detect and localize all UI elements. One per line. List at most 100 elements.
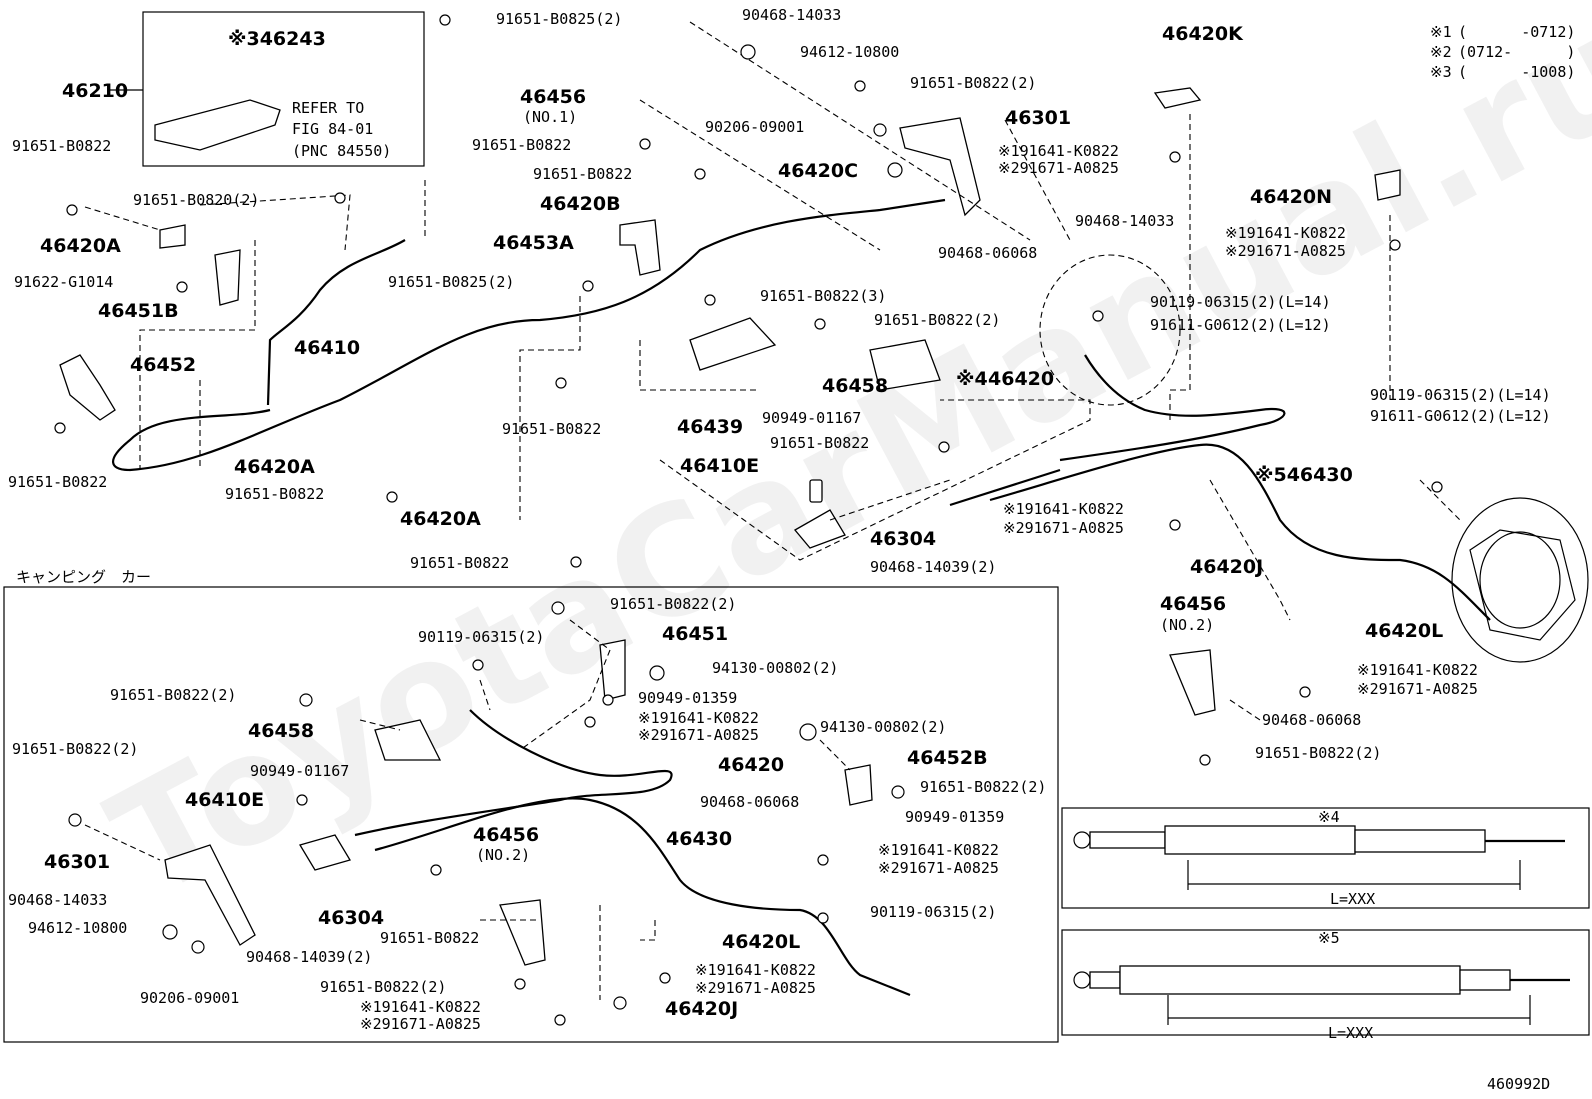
camping-part-label: (NO.2) bbox=[476, 846, 530, 864]
clamp-46420N bbox=[1374, 169, 1401, 201]
part-label: ※191641-K0822 bbox=[1357, 661, 1478, 679]
camping-part-label: ※291671-A0825 bbox=[878, 859, 999, 877]
part-label: ※291671-A0825 bbox=[1357, 680, 1478, 698]
part-label: 91651-B0822(2) bbox=[910, 74, 1036, 92]
camping-part-label: 90949-01359 bbox=[638, 689, 737, 707]
part-46439 bbox=[689, 317, 777, 371]
part-label: 91651-B0822(3) bbox=[760, 287, 886, 305]
cable-46410 bbox=[266, 239, 406, 406]
part-label: ※291671-A0825 bbox=[1225, 242, 1346, 260]
cable-46420-left-link bbox=[949, 468, 1061, 507]
part-label: 46456 bbox=[1160, 593, 1226, 615]
part-label: 46420C bbox=[778, 160, 858, 182]
camping-part-label: 46410E bbox=[185, 789, 264, 811]
camping-part-label: 46420J bbox=[665, 998, 738, 1020]
camping-part-label: 90119-06315(2) bbox=[870, 903, 996, 921]
camping-part-label: ※291671-A0825 bbox=[695, 979, 816, 997]
camping-cable-46420 bbox=[354, 709, 673, 837]
detail-5-mark: ※5 bbox=[1318, 929, 1340, 947]
detail-5-dimension: L=XXX bbox=[1328, 1024, 1373, 1042]
camping-bracket-46458 bbox=[374, 719, 442, 761]
part-label: 90119-06315(2)(L=14) bbox=[1370, 386, 1551, 404]
part-label: ※191641-K0822 bbox=[1003, 500, 1124, 518]
legend-mark: ※1 bbox=[1430, 23, 1452, 41]
legend-range: ( -1008) bbox=[1458, 63, 1575, 81]
part-label: (NO.2) bbox=[1160, 616, 1214, 634]
camping-part-label: 91651-B0822(2) bbox=[110, 686, 236, 704]
inset-frame-46210 bbox=[142, 11, 425, 167]
clamp-46420K bbox=[1153, 87, 1202, 109]
part-label: 46453A bbox=[493, 232, 574, 254]
part-label: ※346243 bbox=[228, 28, 326, 50]
camping-part-label: 91651-B0822(2) bbox=[920, 778, 1046, 796]
camping-part-label: 91651-B0822(2) bbox=[610, 595, 736, 613]
part-label: ※191641-K0822 bbox=[998, 142, 1119, 160]
detail-5-frame bbox=[1061, 929, 1590, 1036]
part-label: 91651-B0822 bbox=[410, 554, 509, 572]
part-label: 91651-B0825(2) bbox=[496, 10, 622, 28]
bracket-46301 bbox=[899, 117, 981, 217]
part-label: 91651-B0822(2) bbox=[874, 311, 1000, 329]
part-label: (NO.1) bbox=[523, 108, 577, 126]
rear-backing-plate-left bbox=[1039, 254, 1181, 406]
part-label: 91651-B0822 bbox=[12, 137, 111, 155]
part-label: 91651-B0822 bbox=[225, 485, 324, 503]
part-label: 46420A bbox=[234, 456, 315, 478]
part-46452 bbox=[59, 354, 116, 421]
part-label: 90468-14039(2) bbox=[870, 558, 996, 576]
part-label: 91651-B0822 bbox=[472, 136, 571, 154]
camping-car-frame bbox=[3, 586, 1059, 1043]
part-label: ※291671-A0825 bbox=[998, 159, 1119, 177]
part-label: 91651-B0822(2) bbox=[1255, 744, 1381, 762]
detail-4-frame bbox=[1061, 807, 1590, 909]
legend-range: ( -0712) bbox=[1458, 23, 1575, 41]
camping-part-label: 46451 bbox=[662, 623, 728, 645]
camping-part-label: ※191641-K0822 bbox=[878, 841, 999, 859]
part-label: 46410E bbox=[680, 455, 759, 477]
bracket-46458 bbox=[869, 339, 941, 391]
part-label: 46456 bbox=[520, 86, 586, 108]
camping-part-label: 90468-06068 bbox=[700, 793, 799, 811]
handle-lever-46210 bbox=[154, 99, 281, 151]
part-label: ※546430 bbox=[1255, 464, 1353, 486]
part-label: 91651-B0825(2) bbox=[388, 273, 514, 291]
part-label: 46410 bbox=[294, 337, 360, 359]
part-label: 46439 bbox=[677, 416, 743, 438]
legend-range: (0712- ) bbox=[1458, 43, 1575, 61]
part-label: 46210 bbox=[62, 80, 128, 102]
clamp-46420A bbox=[159, 224, 186, 249]
part-label: 91611-G0612(2)(L=12) bbox=[1370, 407, 1551, 425]
part-46451B bbox=[214, 249, 241, 306]
camping-part-label: 46304 bbox=[318, 907, 384, 929]
part-label: ※191641-K0822 bbox=[1225, 224, 1346, 242]
part-label: 46458 bbox=[822, 375, 888, 397]
part-label: 46420B bbox=[540, 193, 621, 215]
part-label: 90119-06315(2)(L=14) bbox=[1150, 293, 1331, 311]
camping-part-label: 91651-B0822(2) bbox=[320, 978, 446, 996]
part-label: 94612-10800 bbox=[800, 43, 899, 61]
part-label: 91622-G1014 bbox=[14, 273, 113, 291]
camping-part-label: 90206-09001 bbox=[140, 989, 239, 1007]
camping-part-label: 46301 bbox=[44, 851, 110, 873]
legend: ※1( -0712)※2(0712- )※3( -1008) bbox=[1430, 23, 1575, 81]
camping-cable-46430 bbox=[374, 797, 911, 997]
part-label: ※291671-A0825 bbox=[1003, 519, 1124, 537]
camping-part-label: 46430 bbox=[666, 828, 732, 850]
part-label: 91651-B0822 bbox=[533, 165, 632, 183]
part-label: 46420L bbox=[1365, 620, 1443, 642]
camping-part-label: 91651-B0822(2) bbox=[12, 740, 138, 758]
camping-part-label: 46420 bbox=[718, 754, 784, 776]
camping-part-label: ※191641-K0822 bbox=[360, 998, 481, 1016]
bracket-46453A bbox=[619, 219, 661, 276]
part-label: 46451B bbox=[98, 300, 179, 322]
camping-part-label: ※291671-A0825 bbox=[360, 1015, 481, 1033]
camping-part-label: 94612-10800 bbox=[28, 919, 127, 937]
part-label: 46420N bbox=[1250, 186, 1332, 208]
bolts-main bbox=[54, 14, 1443, 766]
part-label: 46420 bbox=[988, 368, 1054, 390]
detail-4-mark: ※4 bbox=[1318, 808, 1340, 826]
cable-46430 bbox=[989, 443, 1491, 621]
